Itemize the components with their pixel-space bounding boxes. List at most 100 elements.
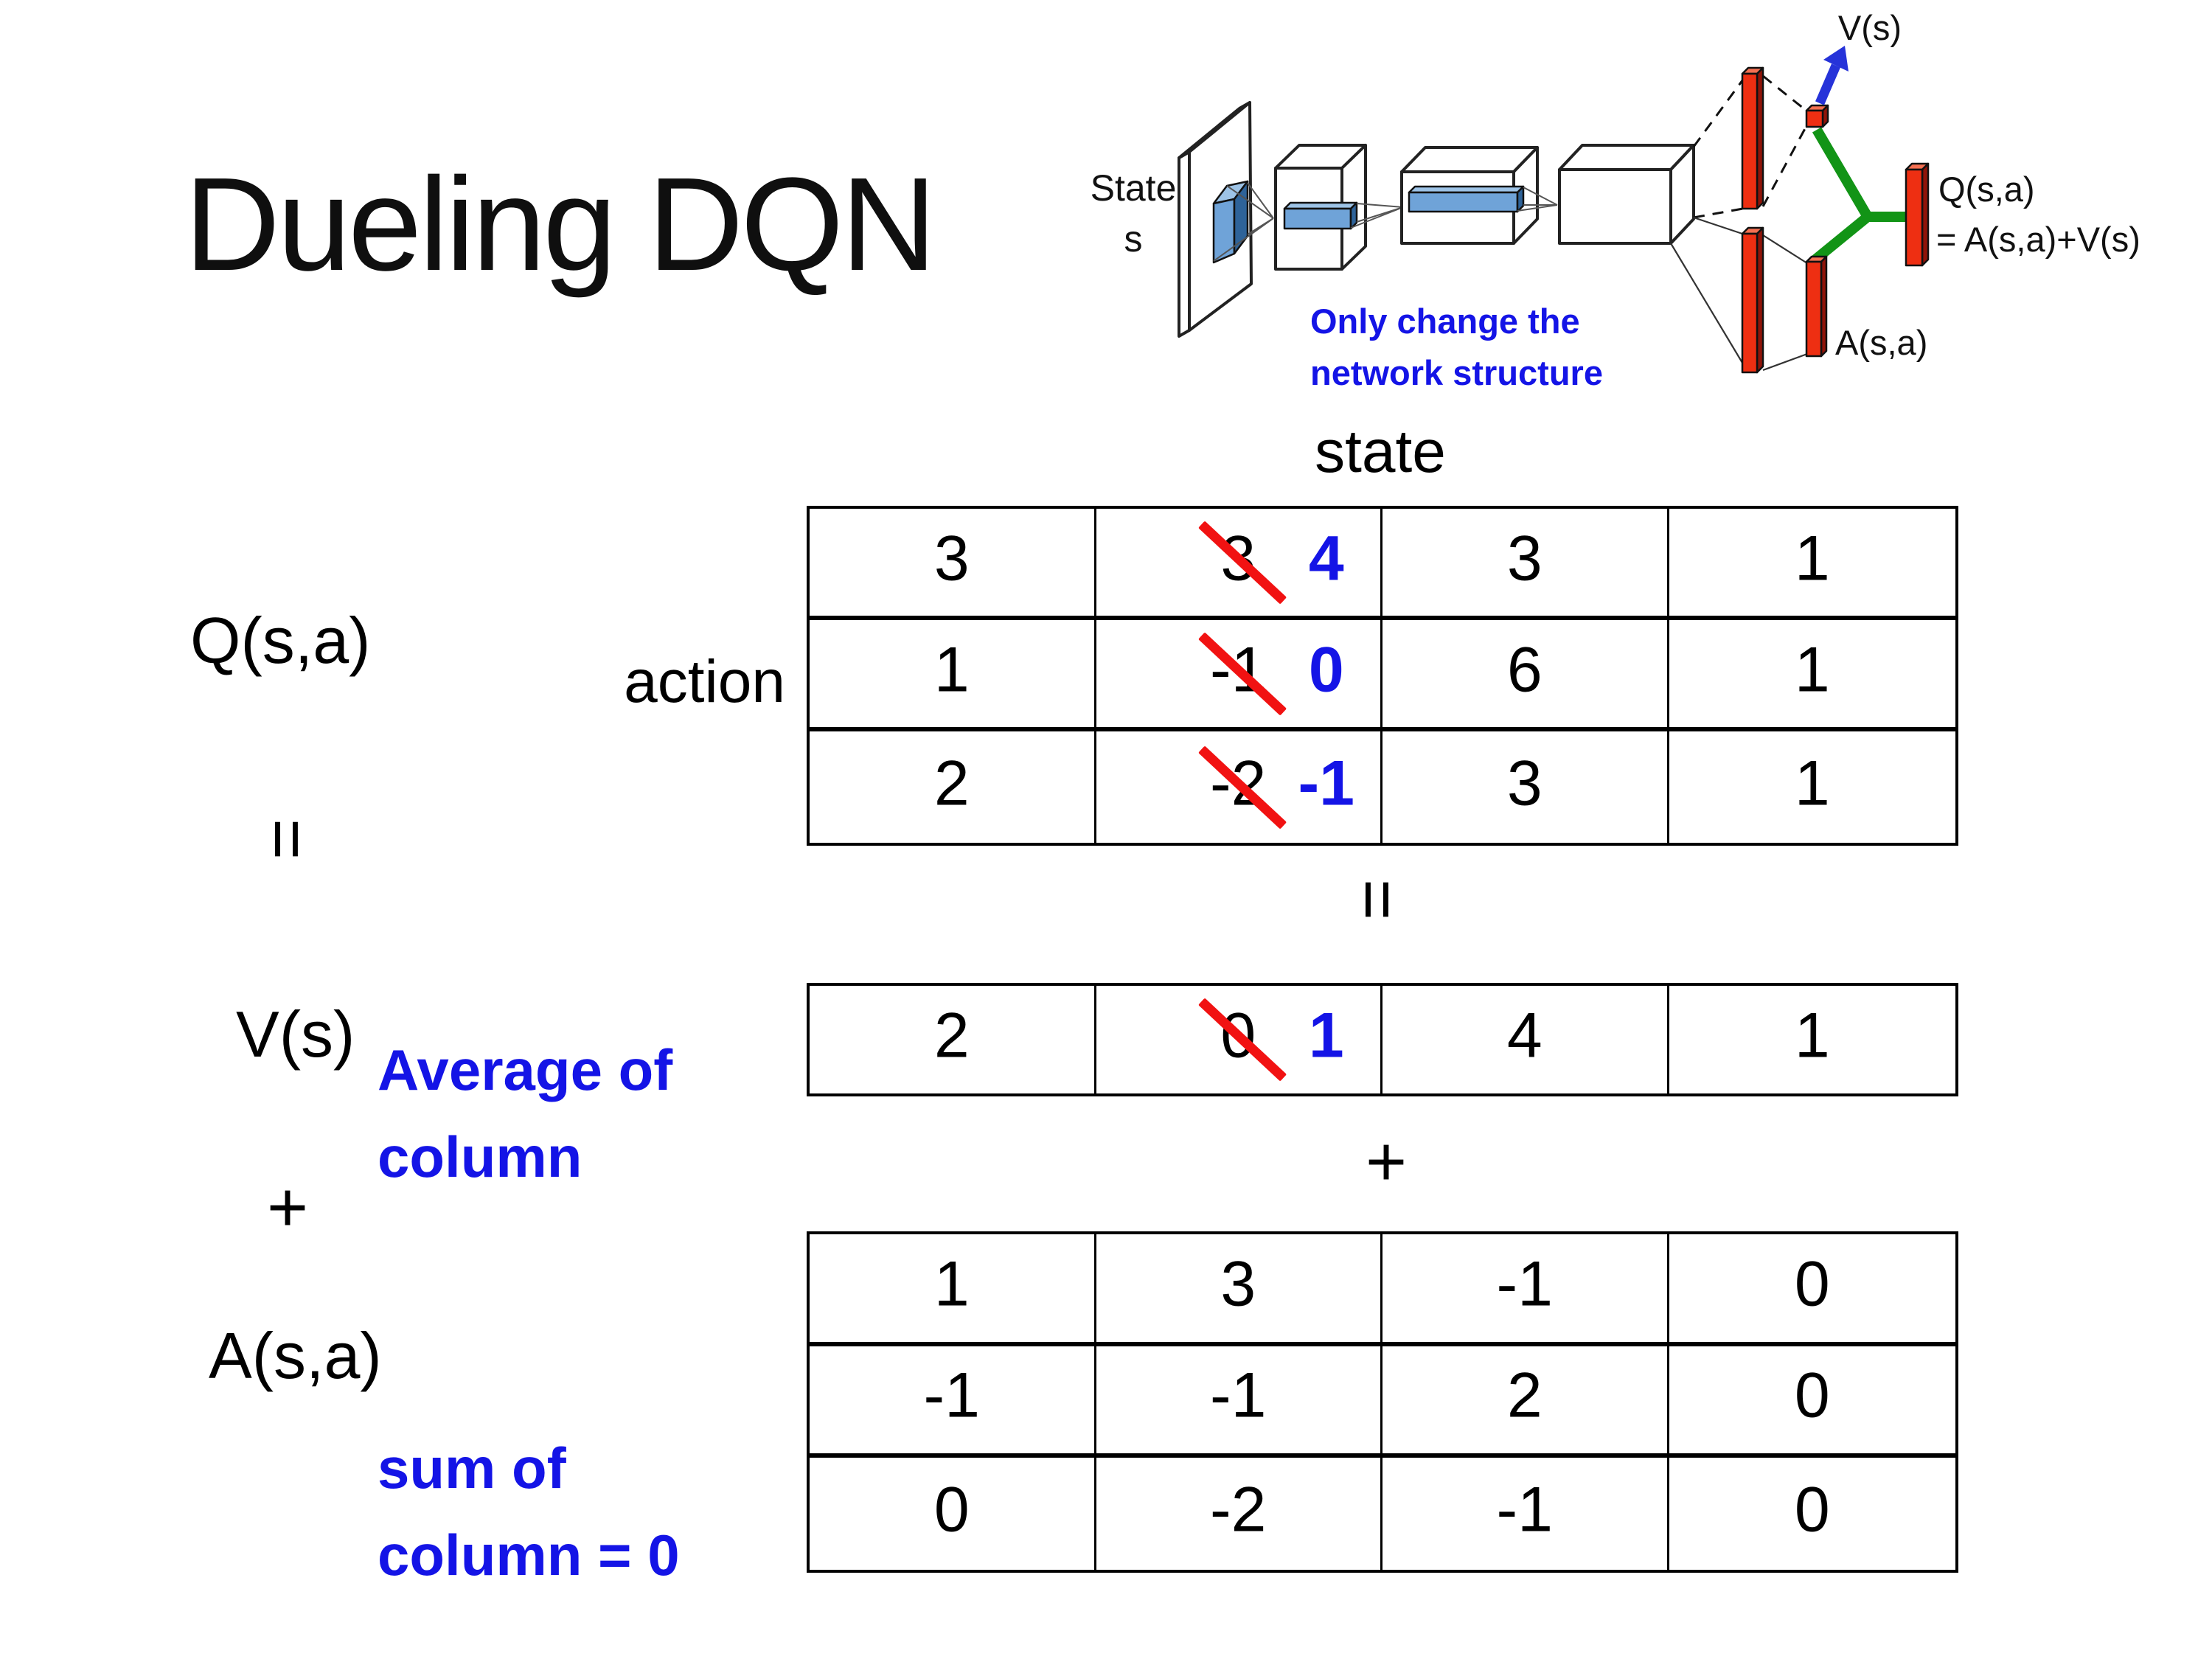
v-term-label: V(s) <box>236 998 355 1071</box>
a-table: 1 3 -1 0 -1 -1 2 0 0 -2 -1 0 <box>807 1231 1958 1573</box>
table-cell: 1 <box>1669 731 1956 843</box>
table-cell: -1 <box>1382 1234 1669 1346</box>
equals-glyph: = <box>1338 878 1417 921</box>
table-cell-struck: 0 1 <box>1096 986 1382 1093</box>
cell-new-value: 0 <box>1308 634 1344 706</box>
average-note-line1: Average of <box>378 1037 673 1102</box>
cell-new-value: 1 <box>1308 1000 1344 1071</box>
convergence-lines-1 <box>1213 182 1274 262</box>
table-cell: 1 <box>810 620 1096 731</box>
plus-left: + <box>266 1168 309 1247</box>
conv-patch <box>1212 180 1249 264</box>
cell-value: 2 <box>1506 1360 1543 1432</box>
cell-value: 1 <box>1794 523 1830 594</box>
q-output-bar <box>1905 162 1930 267</box>
cell-value: 1 <box>933 634 970 706</box>
table-cell: 3 <box>1096 1234 1382 1346</box>
cell-value: 1 <box>1794 634 1830 706</box>
table-cell-struck: -1 0 <box>1096 620 1382 731</box>
advantage-vector-bar <box>1805 255 1828 358</box>
network-note-line1: Only change the <box>1310 302 1580 341</box>
page-title: Dueling DQN <box>184 150 936 299</box>
value-stream-bar <box>1741 66 1764 210</box>
diagram-q-output-label-line2: = A(s,a)+V(s) <box>1936 220 2140 259</box>
average-of-column-note: Average of column <box>378 1026 672 1200</box>
table-cell-struck: -2 -1 <box>1096 731 1382 843</box>
table-cell: 3 <box>1382 509 1669 620</box>
table-cell: 6 <box>1382 620 1669 731</box>
v-row-table: 2 0 1 4 1 <box>807 983 1958 1096</box>
convergence-lines-2 <box>1350 203 1404 229</box>
cell-value: 4 <box>1506 1000 1543 1071</box>
average-note-line2: column <box>378 1124 582 1189</box>
cell-value: 2 <box>933 748 970 819</box>
cell-value: -1 <box>1496 1248 1553 1320</box>
table-cell: 4 <box>1382 986 1669 1093</box>
equals-rotated-left: = <box>243 795 331 883</box>
cell-value: -1 <box>1496 1474 1553 1545</box>
cell-value: 2 <box>933 1000 970 1071</box>
table-cell: 3 <box>810 509 1096 620</box>
table-cell: 2 <box>1382 1346 1669 1458</box>
q-term-label: Q(s,a) <box>190 604 371 677</box>
a-term-label: A(s,a) <box>209 1319 382 1392</box>
cell-value: 3 <box>1506 523 1543 594</box>
table-cell: 1 <box>1669 620 1955 731</box>
feature-bar-2 <box>1408 185 1525 213</box>
table-cell: -1 <box>1096 1346 1382 1458</box>
cell-value: -1 <box>1210 1360 1267 1432</box>
q-table: 3 3 4 3 1 1 -1 0 6 1 2 -2 -1 3 1 <box>807 506 1958 846</box>
sum-of-column-note: sum of column = 0 <box>378 1425 680 1599</box>
table-cell: 0 <box>1669 1346 1955 1458</box>
cell-value: 0 <box>933 1474 970 1545</box>
cell-value: -1 <box>923 1360 980 1432</box>
cell-value: 0 <box>1794 1360 1830 1432</box>
cell-value: 6 <box>1506 634 1543 706</box>
cell-value: 3 <box>1506 748 1543 819</box>
diagram-state-s-label: s <box>1124 218 1143 260</box>
cell-value: 1 <box>1794 1000 1830 1071</box>
cell-value: 0 <box>1794 1248 1830 1320</box>
table-cell: 2 <box>810 731 1096 843</box>
diagram-q-output-label-line1: Q(s,a) <box>1938 170 2035 209</box>
solid-connections <box>1670 216 1808 372</box>
cell-value: 1 <box>1794 748 1830 819</box>
table-cell: -2 <box>1096 1458 1382 1570</box>
cell-value: 0 <box>1794 1474 1830 1545</box>
feature-bar-1 <box>1283 201 1358 230</box>
table-cell: 0 <box>1669 1458 1956 1570</box>
network-diagram: State s V(s) Q(s,a) = A(s,a)+V(s) A(s,a)… <box>1091 8 2140 392</box>
table-cell: 3 <box>1382 731 1669 843</box>
diagram-v-output-label: V(s) <box>1838 8 1902 47</box>
sum-note-line1: sum of <box>378 1436 566 1500</box>
network-note-line2: network structure <box>1310 353 1603 392</box>
diagram-a-output-label: A(s,a) <box>1835 323 1927 362</box>
dashed-connections <box>1692 74 1809 219</box>
cell-value: 1 <box>933 1248 970 1320</box>
table-cell-struck: 3 4 <box>1096 509 1382 620</box>
cell-new-value: -1 <box>1298 748 1354 819</box>
conv-box-3 <box>1558 144 1695 245</box>
table-cell: 1 <box>810 1234 1096 1346</box>
table-cell: 1 <box>1669 986 1956 1093</box>
green-connector <box>1812 127 1907 264</box>
sum-note-line2: column = 0 <box>378 1523 680 1587</box>
equals-rotated-mid: = <box>1333 855 1422 944</box>
value-arrow <box>1815 46 1848 105</box>
table-cell: 0 <box>1669 1234 1955 1346</box>
advantage-stream-bar <box>1741 226 1764 374</box>
table-cell: 0 <box>810 1458 1096 1570</box>
diagram-state-label: State <box>1091 167 1177 209</box>
action-axis-label: action <box>624 648 785 715</box>
v-scalar-box <box>1805 104 1829 128</box>
table-cell: 2 <box>810 986 1096 1093</box>
state-axis-label: state <box>1315 418 1446 485</box>
table-cell: 1 <box>1669 509 1955 620</box>
equals-glyph: = <box>248 818 327 860</box>
cell-value: -2 <box>1210 1474 1267 1545</box>
cell-new-value: 4 <box>1308 523 1344 594</box>
table-cell: -1 <box>1382 1458 1669 1570</box>
table-cell: -1 <box>810 1346 1096 1458</box>
convergence-lines-3 <box>1517 187 1558 212</box>
